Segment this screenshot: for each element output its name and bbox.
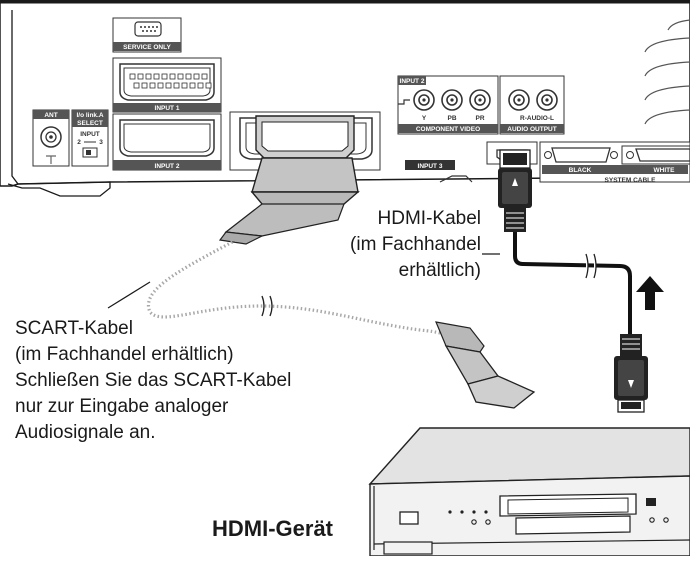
scart-pin — [153, 73, 160, 80]
hdmi-cable — [498, 149, 664, 413]
system-cable-label: SYSTEM CABLE — [605, 177, 657, 184]
scart-pin — [201, 73, 208, 80]
input-2-scart-label: INPUT 2 — [155, 163, 180, 170]
scart-pin — [173, 82, 180, 89]
scart-plug-tv — [218, 115, 360, 245]
scart-input-1: INPUT 1 — [112, 57, 222, 113]
scart-pin — [141, 82, 148, 89]
component-y-label: Y — [422, 115, 427, 122]
scart-cable-callout: SCART-Kabel (im Fachhandel erhältlich) S… — [15, 316, 375, 446]
input-select-right: 3 — [99, 139, 103, 146]
white-label: WHITE — [654, 167, 676, 174]
scart-pin — [169, 73, 176, 80]
scart-cable-availability: (im Fachhandel erhältlich) — [15, 344, 234, 365]
hdmi-cable-label: HDMI-Kabel — [377, 208, 481, 229]
scart-pin — [161, 73, 168, 80]
component-pb-label: PB — [447, 115, 456, 122]
component-pr-label: PR — [475, 115, 484, 122]
hdmi-cable-availability-2: erhältlich) — [398, 260, 481, 281]
scart-pin — [205, 82, 212, 89]
scart-pin — [129, 73, 136, 80]
input-3-label: INPUT 3 — [418, 163, 443, 170]
scart-pin — [137, 73, 144, 80]
input-1-label: INPUT 1 — [155, 105, 180, 112]
hdmi-cable-callout: HDMI-Kabel (im Fachhandel erhältlich) — [346, 206, 481, 284]
scart-input-2: INPUT 2 — [112, 113, 222, 171]
scart-cable — [146, 115, 536, 409]
scart-pin — [197, 82, 204, 89]
service-port: SERVICE ONLY — [112, 17, 182, 53]
scart-pin — [165, 82, 172, 89]
io-link-label: I/o link.A — [76, 112, 103, 119]
hdmi-device — [368, 427, 690, 557]
vent-grille — [644, 19, 690, 125]
scart-pin — [157, 82, 164, 89]
scart-pin — [133, 82, 140, 89]
hdmi-plug-bottom — [614, 334, 648, 413]
scart-pin — [189, 82, 196, 89]
display-window — [515, 515, 631, 535]
system-cable-block: BLACK WHITE SYSTEM CABLE — [539, 141, 690, 184]
audio-output-block: R-AUDIO-L AUDIO OUTPUT — [499, 75, 565, 135]
scart-pin — [181, 82, 188, 89]
scart-pin — [177, 73, 184, 80]
input-select-label: INPUT — [80, 131, 100, 138]
scart-cable-note-2: nur zur Eingabe analoger — [15, 396, 229, 417]
scart-cable-note-3: Audiosignale an. — [15, 422, 156, 443]
scart-leader-line — [107, 281, 151, 309]
scart-pin — [149, 82, 156, 89]
scart-pin — [193, 73, 200, 80]
component-video-block: INPUT 2 Y PB PR COMPONENT VIDEO — [397, 75, 499, 135]
hdmi-cable-line — [513, 232, 632, 336]
service-only-label: SERVICE ONLY — [123, 44, 171, 51]
scart-pin — [145, 73, 152, 80]
antenna-block: ANT I/o link.A SELECT INPUT 2 3 — [32, 109, 109, 167]
component-video-label: COMPONENT VIDEO — [416, 126, 480, 133]
scart-cable-label: SCART-Kabel — [15, 318, 133, 339]
insert-arrow-icon — [636, 276, 664, 310]
scart-plug-free — [435, 321, 536, 409]
power-button-icon — [399, 511, 419, 525]
input-select-left: 2 — [77, 139, 81, 146]
black-label: BLACK — [569, 167, 592, 174]
component-input-label: INPUT 2 — [400, 78, 425, 85]
audio-rl-label: R-AUDIO-L — [520, 115, 554, 122]
audio-output-label: AUDIO OUTPUT — [507, 126, 557, 133]
hdmi-cable-availability-1: (im Fachhandel — [350, 234, 481, 255]
ant-label: ANT — [44, 112, 57, 119]
hdmi-plug-top — [498, 149, 532, 232]
scart-cable-note-1: Schließen Sie das SCART-Kabel — [15, 370, 292, 391]
select-label: SELECT — [77, 120, 103, 127]
scart-pin — [185, 73, 192, 80]
hdmi-device-label: HDMI-Gerät — [212, 516, 334, 541]
